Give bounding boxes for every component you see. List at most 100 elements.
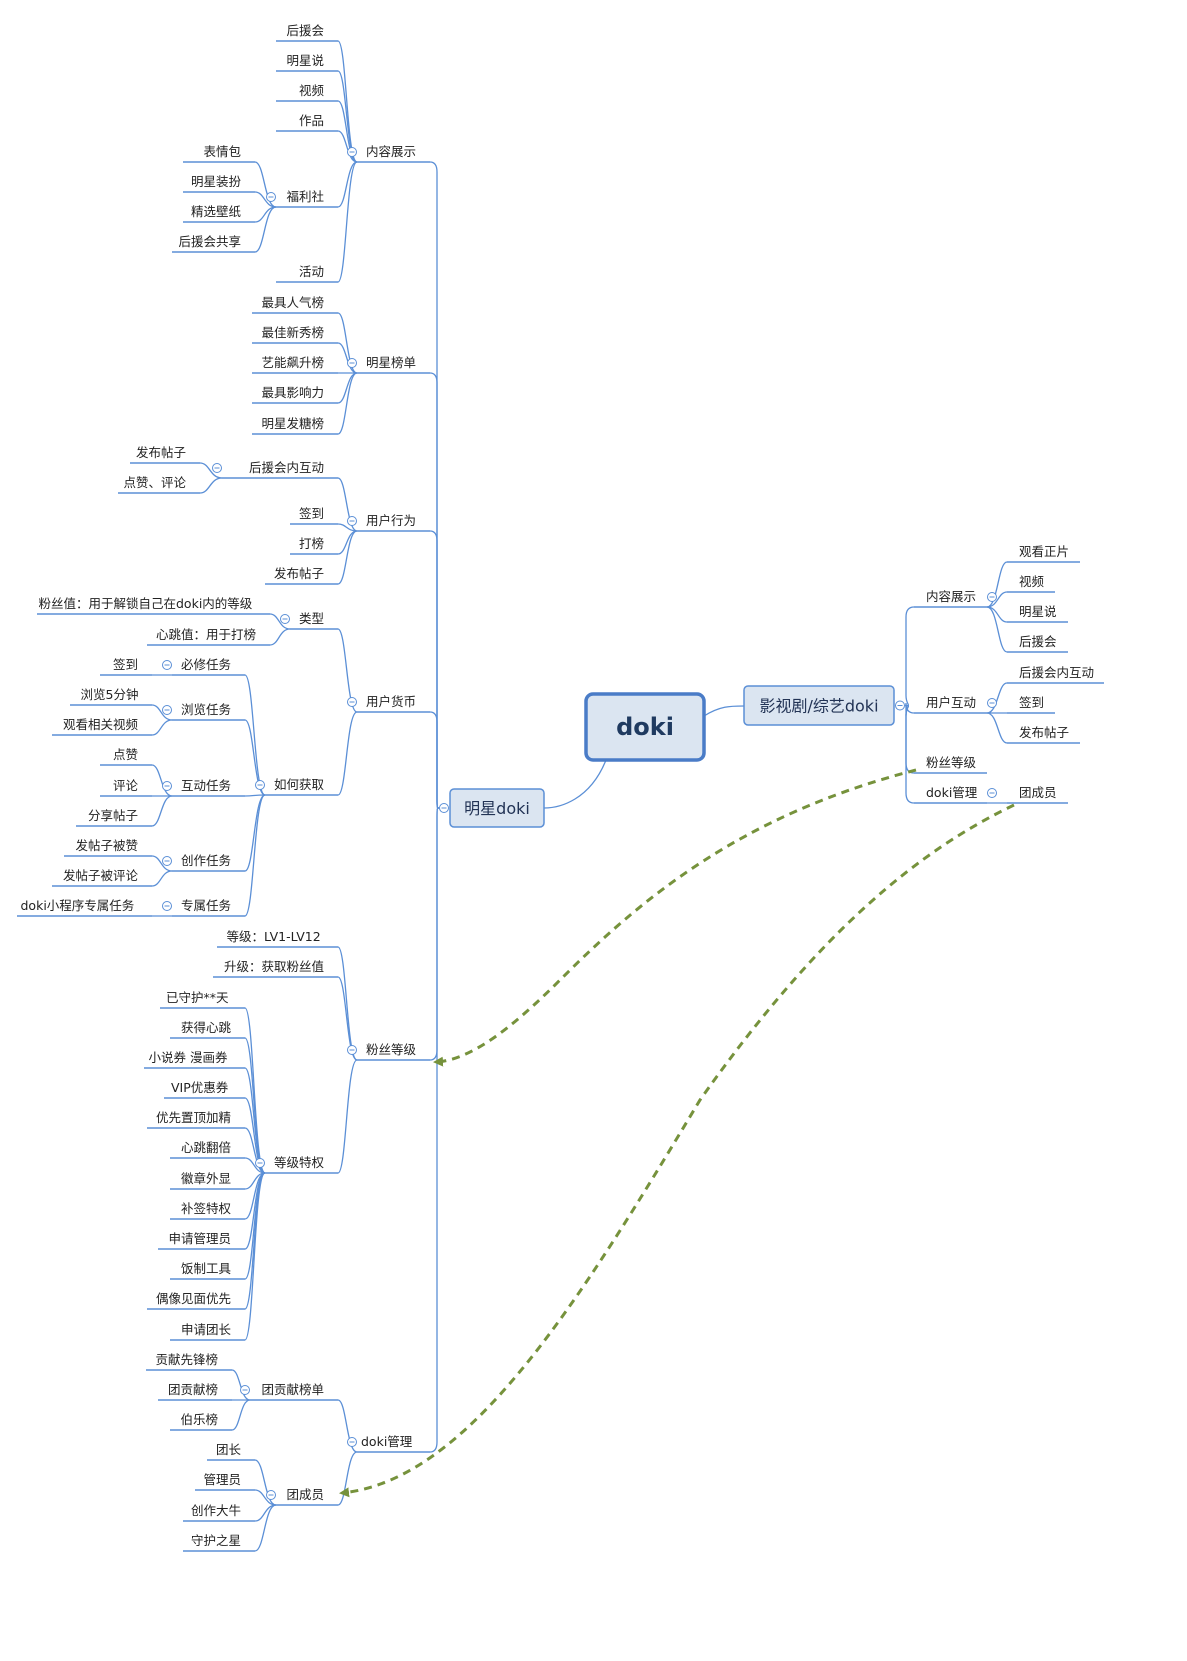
topic-branches-variety-children-1-children-0[interactable]: 后援会内互动 [1007,665,1104,684]
topic-branches-star-children-0-children-2[interactable]: 视频 [276,83,338,102]
topic-branches-star-children-1-children-4[interactable]: 明星发糖榜 [252,416,338,435]
topic-branches-star-children-3-children-1[interactable]: 如何获取 [265,777,338,796]
topic-branches-star-children-3-children-1-children-2-children-2[interactable]: 分享帖子 [76,808,152,827]
topic-branches-star-children-3-children-1-children-2[interactable]: 互动任务 [172,778,245,797]
topic-branches-star-children-1-children-3[interactable]: 最具影响力 [252,385,338,404]
topic-branches-star-children-1-children-1[interactable]: 最佳新秀榜 [252,325,338,344]
collapse-toggle-icon[interactable] [255,1158,265,1168]
topic-branches-star-children-3-children-1-children-1[interactable]: 浏览任务 [172,702,245,721]
topic-branches-star-children-2-children-0-children-1[interactable]: 点赞、评论 [118,475,200,494]
collapse-toggle-icon[interactable] [347,1437,357,1447]
collapse-toggle-icon[interactable] [347,358,357,368]
topic-branches-star-children-5-children-0-children-0[interactable]: 贡献先锋榜 [146,1352,232,1371]
topic-branches-star-children-5-children-0[interactable]: 团贡献榜单 [250,1382,338,1401]
collapse-toggle-icon[interactable] [987,698,997,708]
topic-branches-star-children-5-children-1-children-1[interactable]: 管理员 [195,1472,255,1491]
topic-branches-star-children-3-children-1-children-1-children-0[interactable]: 浏览5分钟 [70,687,152,706]
collapse-toggle-icon[interactable] [347,697,357,707]
topic-branches-variety-children-3[interactable]: doki管理 [914,785,987,804]
topic-branches-star-children-4-children-2-children-7[interactable]: 补签特权 [170,1201,245,1220]
topic-branches-star-children-3-children-0-children-0[interactable]: 粉丝值：用于解锁自己在doki内的等级 [37,596,270,615]
topic-branches-star-children-3-children-1-children-4[interactable]: 专属任务 [172,898,245,917]
collapse-toggle-icon[interactable] [266,192,276,202]
topic-branches-star-children-0-children-4-children-0[interactable]: 表情包 [183,144,255,163]
topic-branches-star-children-1[interactable]: 明星榜单 [357,355,430,374]
collapse-toggle-icon[interactable] [162,901,172,911]
topic-branches-star-children-5-children-1[interactable]: 团成员 [276,1487,338,1506]
topic-branches-star-children-1-children-2[interactable]: 艺能飙升榜 [252,355,338,374]
topic-branches-star-children-3-children-1-children-3[interactable]: 创作任务 [172,853,245,872]
topic-branches-star-children-2-children-1[interactable]: 签到 [290,506,338,525]
topic-branches-star-children-3-children-1-children-2-children-1[interactable]: 评论 [100,778,152,797]
topic-branches-star-children-4-children-2-children-6[interactable]: 徽章外显 [170,1171,245,1190]
topic-branches-star-children-4-children-2-children-3[interactable]: VIP优惠券 [164,1080,245,1099]
topic-branches-star-children-3-children-0[interactable]: 类型 [290,611,338,630]
topic-branches-star-children-1-children-0[interactable]: 最具人气榜 [252,295,338,314]
collapse-toggle-icon[interactable] [347,147,357,157]
topic-branches-variety-children-1-children-2[interactable]: 发布帖子 [1007,725,1080,744]
collapse-toggle-icon[interactable] [987,592,997,602]
topic-branches-star-children-3-children-1-children-3-children-1[interactable]: 发帖子被评论 [52,868,152,887]
topic-branches-variety-children-3-children-0[interactable]: 团成员 [1007,785,1068,804]
topic-branches-star-children-0-children-1[interactable]: 明星说 [276,53,338,72]
topic-branches-star-children-3-children-1-children-0[interactable]: 必修任务 [172,657,245,676]
topic-branches-star-children-4-children-2-children-0[interactable]: 已守护**天 [160,990,245,1009]
collapse-toggle-icon[interactable] [987,788,997,798]
topic-branches-star-children-3-children-0-children-1[interactable]: 心跳值：用于打榜 [147,627,270,646]
topic-branches-variety-children-1-children-1[interactable]: 签到 [1007,695,1055,714]
topic-branches-star-children-0-children-5[interactable]: 活动 [276,264,338,283]
topic-branches-star-children-0-children-4-children-3[interactable]: 后援会共享 [172,234,255,253]
topic-branches-star-children-2-children-3[interactable]: 发布帖子 [265,566,338,585]
topic-branches-star-children-2-children-0-children-0[interactable]: 发布帖子 [130,445,200,464]
topic-branches-star-children-4[interactable]: 粉丝等级 [357,1042,430,1061]
topic-branches-variety-children-0-children-2[interactable]: 明星说 [1007,604,1068,623]
topic-branches-star-children-4-children-0[interactable]: 等级：LV1-LV12 [217,929,338,948]
topic-branches-star-children-3-children-1-children-4-children-0[interactable]: doki小程序专属任务 [17,898,152,917]
collapse-toggle-icon[interactable] [162,781,172,791]
topic-branches-star-children-2-children-2[interactable]: 打榜 [290,536,338,555]
collapse-toggle-icon[interactable] [162,705,172,715]
topic-branches-star-children-4-children-2-children-10[interactable]: 偶像见面优先 [147,1291,245,1310]
topic-branches-star-children-4-children-2-children-4[interactable]: 优先置顶加精 [147,1110,245,1129]
topic-branches-star-children-4-children-1[interactable]: 升级：获取粉丝值 [213,959,338,978]
topic-branches-star-children-0-children-4-children-2[interactable]: 精选壁纸 [183,204,255,223]
topic-branches-star-children-4-children-2-children-9[interactable]: 饭制工具 [170,1261,245,1280]
topic-branches-variety-children-2[interactable]: 粉丝等级 [914,755,987,774]
topic-branches-star-children-5-children-0-children-2[interactable]: 伯乐榜 [170,1412,232,1431]
topic-branches-star-children-3-children-1-children-0-children-0[interactable]: 签到 [100,657,152,676]
topic-branches-star-children-2[interactable]: 用户行为 [357,513,430,532]
topic-branches-star-children-3-children-1-children-1-children-1[interactable]: 观看相关视频 [52,717,152,736]
collapse-toggle-icon[interactable] [162,660,172,670]
topic-branches-star-children-4-children-2-children-1[interactable]: 获得心跳 [170,1020,245,1039]
topic-branches-variety-children-0-children-3[interactable]: 后援会 [1007,634,1068,653]
topic-branches-star-children-5-children-1-children-3[interactable]: 守护之星 [183,1533,255,1552]
topic-branches-star-children-4-children-2-children-8[interactable]: 申请管理员 [158,1231,245,1250]
topic-branches-star-children-0-children-4[interactable]: 福利社 [276,189,338,208]
collapse-toggle-icon[interactable] [895,700,905,711]
collapse-toggle-icon[interactable] [162,856,172,866]
root-topic[interactable]: doki [584,692,706,762]
topic-branches-star-children-5-children-1-children-0[interactable]: 团长 [207,1442,255,1461]
topic-branches-variety-children-0[interactable]: 内容展示 [914,589,987,608]
collapse-toggle-icon[interactable] [347,1045,357,1055]
topic-branches-star-children-3-children-1-children-3-children-0[interactable]: 发帖子被赞 [64,838,152,857]
collapse-toggle-icon[interactable] [212,463,222,473]
topic-branches-variety-children-1[interactable]: 用户互动 [914,695,987,714]
topic-branches-star-children-4-children-2-children-11[interactable]: 申请团长 [170,1322,245,1341]
topic-branches-star-children-0[interactable]: 内容展示 [357,144,430,163]
topic-branches-star-children-3[interactable]: 用户货币 [357,694,430,713]
topic-branches-star-children-0-children-3[interactable]: 作品 [276,113,338,132]
topic-branches-star-children-4-children-2-children-5[interactable]: 心跳翻倍 [170,1140,245,1159]
topic-branches-star-children-5-children-0-children-1[interactable]: 团贡献榜 [158,1382,232,1401]
topic-branches-star-children-4-children-2-children-2[interactable]: 小说券 漫画券 [144,1050,245,1069]
topic-branches-star-children-5-children-1-children-2[interactable]: 创作大牛 [183,1503,255,1522]
collapse-toggle-icon[interactable] [347,516,357,526]
topic-branches-star-children-4-children-2[interactable]: 等级特权 [265,1155,338,1174]
main-topic-branches-variety[interactable]: 影视剧/综艺doki [743,685,895,726]
collapse-toggle-icon[interactable] [240,1385,250,1395]
topic-branches-star-children-3-children-1-children-2-children-0[interactable]: 点赞 [100,747,152,766]
topic-branches-star-children-2-children-0[interactable]: 后援会内互动 [222,460,338,479]
topic-branches-star-children-0-children-4-children-1[interactable]: 明星装扮 [183,174,255,193]
topic-branches-star-children-5[interactable]: doki管理 [357,1434,430,1453]
main-topic-branches-star[interactable]: 明星doki [449,788,545,828]
